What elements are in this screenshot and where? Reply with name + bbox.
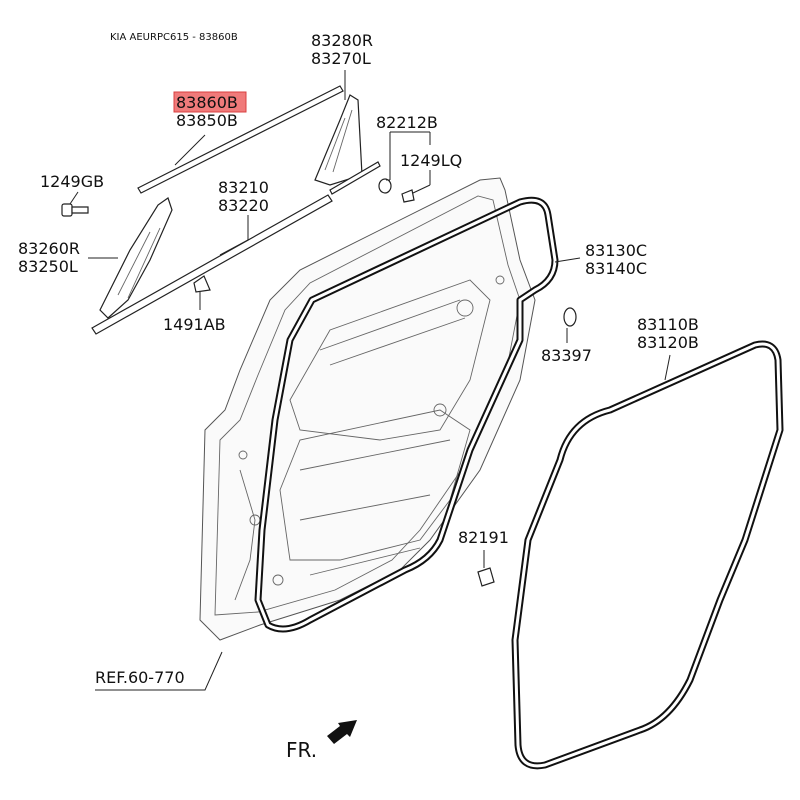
label-83260r[interactable]: 83260R	[18, 239, 80, 258]
label-1249lq[interactable]: 1249LQ	[400, 151, 462, 170]
screw-1249lq	[401, 189, 415, 203]
bumper-82191	[477, 567, 495, 587]
front-label: FR.	[286, 738, 317, 762]
highlight-box	[173, 91, 247, 113]
front-arrow-icon	[327, 720, 357, 744]
label-82191[interactable]: 82191	[458, 528, 509, 547]
label-83270l[interactable]: 83270L	[311, 49, 371, 68]
plug-83397	[563, 307, 577, 327]
label-83120b[interactable]: 83120B	[637, 333, 699, 352]
label-83280r[interactable]: 83280R	[311, 31, 373, 50]
belt-weatherstrip-83210	[91, 194, 333, 335]
label-83860b[interactable]: 83860B	[176, 93, 238, 112]
delta-garnish-83260r	[99, 197, 173, 319]
label-83850b[interactable]: 83850B	[176, 111, 238, 130]
delta-cover-83280r	[314, 94, 381, 195]
leader-lines	[69, 70, 671, 691]
grommet-82212b	[378, 178, 392, 194]
label-1491ab[interactable]: 1491AB	[163, 315, 226, 334]
label-82212b[interactable]: 82212B	[376, 113, 438, 132]
body-weatherstrip	[511, 340, 784, 770]
diagram-caption: KIA AEURPC615 - 83860B	[110, 32, 238, 43]
label-83210[interactable]: 83210	[218, 178, 269, 197]
door-weatherstrip	[254, 196, 559, 633]
label-83250l[interactable]: 83250L	[18, 257, 78, 276]
bolt-1249gb	[61, 203, 89, 217]
label-1249gb[interactable]: 1249GB	[40, 172, 104, 191]
reference-label[interactable]: REF.60-770	[95, 668, 185, 687]
moulding-strip-83860b	[137, 85, 344, 194]
label-83110b[interactable]: 83110B	[637, 315, 699, 334]
label-83140c[interactable]: 83140C	[585, 259, 647, 278]
label-83220[interactable]: 83220	[218, 196, 269, 215]
label-83397[interactable]: 83397	[541, 346, 592, 365]
clip-1491ab	[193, 275, 211, 293]
door-panel	[199, 177, 536, 641]
label-83130c[interactable]: 83130C	[585, 241, 647, 260]
